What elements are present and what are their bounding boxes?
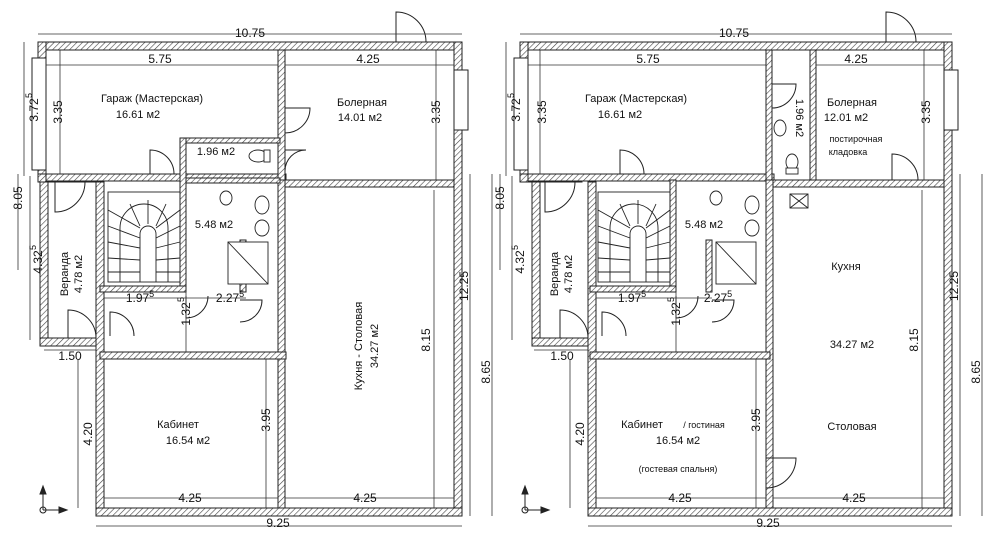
dim-office-height: 3.95 <box>259 408 273 432</box>
dim-left-total: 8.05 <box>493 186 507 210</box>
dim-porch: 1.50 <box>550 349 574 363</box>
room-boiler-label: Болерная <box>827 97 877 109</box>
dim-left-total: 8.05 <box>11 186 25 210</box>
dim-left-top-a-group: 3.72 5 <box>24 93 41 122</box>
dim-right-d: 8.65 <box>479 360 493 384</box>
dim-top-left: 5.75 <box>148 52 172 66</box>
dim-top-right: 4.25 <box>356 52 380 66</box>
room-garage-label: Гараж (Мастерская) <box>101 93 203 105</box>
dimension-lines <box>499 33 983 527</box>
dim-porch: 1.50 <box>58 349 82 363</box>
dim-bottom-left: 4.25 <box>178 491 202 505</box>
orientation-arrows-icon <box>39 484 69 514</box>
dim-left-mid-sup: 5 <box>28 245 38 250</box>
dim-left-top-b: 3.35 <box>51 100 65 124</box>
dim-hall-vertical-sup: 5 <box>176 297 186 302</box>
room-boiler-area: 14.01 м2 <box>338 112 382 124</box>
room-laundry-label: постирочная <box>830 134 883 144</box>
dim-stair: 1.975 <box>126 289 154 305</box>
room-office-area: 16.54 м2 <box>166 435 210 447</box>
room-garage-label: Гараж (Мастерская) <box>585 93 687 105</box>
room-kitchen-label: Кухня <box>831 261 860 273</box>
dim-hall-vertical: 1.32 <box>179 302 193 326</box>
room-guest-bedroom-label: (гостевая спальня) <box>639 464 718 474</box>
room-veranda-label: Веранда <box>59 251 71 296</box>
walls <box>37 41 463 517</box>
dim-top-left: 5.75 <box>636 52 660 66</box>
staircase <box>107 191 181 283</box>
room-bath-area: 5.48 м2 <box>685 219 723 231</box>
room-dining-label: Столовая <box>827 421 876 433</box>
dim-left-mid-group: 4.32 5 <box>510 245 527 274</box>
dim-left-bottom: 4.20 <box>81 422 95 446</box>
dim-bottom-width: 9.25 <box>756 516 780 530</box>
door-swings <box>544 11 919 489</box>
dim-hall-vertical-group: 1.32 5 <box>176 297 193 326</box>
dimension-lines <box>17 33 493 527</box>
dim-right-c: 8.15 <box>907 328 921 352</box>
room-storage-label: кладовка <box>829 147 867 157</box>
dim-hall: 2.275 <box>704 289 732 305</box>
dim-hall-vertical: 1.32 <box>669 302 683 326</box>
dim-left-mid: 4.32 <box>513 250 527 274</box>
dim-left-top-a-group: 3.72 5 <box>506 93 523 122</box>
room-boiler-area: 12.01 м2 <box>824 112 868 124</box>
room-living-label: / гостиная <box>683 420 725 430</box>
room-garage-area: 16.61 м2 <box>598 109 642 121</box>
room-kitchen-area: 34.27 м2 <box>369 324 381 368</box>
staircase <box>597 191 671 283</box>
dim-office-height: 3.95 <box>749 408 763 432</box>
orientation-arrows-icon <box>521 484 551 514</box>
dim-hall-vertical-sup: 5 <box>666 297 676 302</box>
dim-right-b: 12.25 <box>947 271 961 301</box>
windows <box>31 57 469 171</box>
room-office-label: Кабинет <box>621 419 663 431</box>
dim-bottom-right: 4.25 <box>842 491 866 505</box>
dim-left-top-a: 3.72 <box>27 98 41 122</box>
dim-left-top-a-sup: 5 <box>506 93 516 98</box>
room-office-area: 16.54 м2 <box>656 435 700 447</box>
dim-left-mid-group: 4.32 5 <box>28 245 45 274</box>
dim-hall-vertical-group: 1.32 5 <box>666 297 683 326</box>
room-wc-area: 1.96 м2 <box>197 146 235 158</box>
dim-right-a: 3.35 <box>919 100 933 124</box>
room-veranda-area: 4.78 м2 <box>563 255 575 293</box>
dim-right-b: 12.25 <box>457 271 471 301</box>
room-kitchen-label: Кухня - Столовая <box>353 302 365 390</box>
dim-left-top-b: 3.35 <box>535 100 549 124</box>
room-veranda-label: Веранда <box>549 251 561 296</box>
room-garage-area: 16.61 м2 <box>116 109 160 121</box>
room-veranda-area: 4.78 м2 <box>73 255 85 293</box>
dim-top-width: 10.75 <box>235 26 265 40</box>
dim-hall: 2.275 <box>216 289 244 305</box>
dim-bottom-width: 9.25 <box>266 516 290 530</box>
dim-top-right: 4.25 <box>844 52 868 66</box>
dim-left-mid-sup: 5 <box>510 245 520 250</box>
dim-left-bottom: 4.20 <box>573 422 587 446</box>
room-office-label: Кабинет <box>157 419 199 431</box>
floor-plan-original: 10.75 5.75 4.25 4.25 4.25 9.25 3.72 5 3.… <box>11 11 493 530</box>
dim-bottom-right: 4.25 <box>353 491 377 505</box>
dim-right-c: 8.15 <box>419 328 433 352</box>
dim-bottom-left: 4.25 <box>668 491 692 505</box>
bathroom-fixtures <box>219 149 271 285</box>
room-bath-area: 5.48 м2 <box>195 219 233 231</box>
door-swings <box>54 11 427 339</box>
room-kitchen-area: 34.27 м2 <box>830 339 874 351</box>
dim-top-width: 10.75 <box>719 26 749 40</box>
windows <box>513 57 959 171</box>
room-wc-area: 1.96 м2 <box>793 99 805 137</box>
bathroom-fixtures <box>709 119 809 285</box>
dim-right-a: 3.35 <box>429 100 443 124</box>
dim-stair: 1.975 <box>618 289 646 305</box>
dim-right-d: 8.65 <box>969 360 983 384</box>
dim-left-top-a-sup: 5 <box>24 93 34 98</box>
floor-plan-revised: 10.75 5.75 4.25 4.25 4.25 9.25 3.72 5 3.… <box>493 11 983 530</box>
dim-left-mid: 4.32 <box>31 250 45 274</box>
dim-left-top-a: 3.72 <box>509 98 523 122</box>
room-boiler-label: Болерная <box>337 97 387 109</box>
